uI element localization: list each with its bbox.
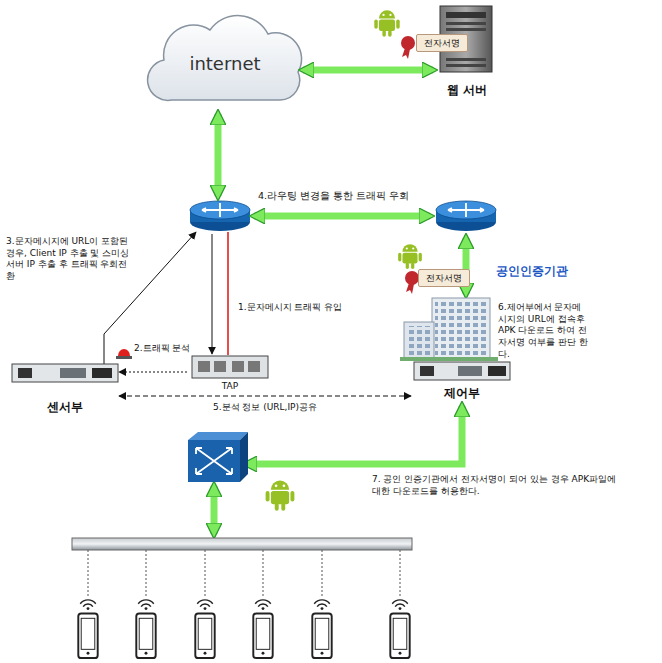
step-note: 6.제어부에서 문자메시지의 URL에 접속후 APK 다운로드 하여 전자서명…	[498, 302, 590, 360]
building-illustration	[407, 326, 431, 356]
connector	[303, 67, 433, 74]
tap-device	[192, 356, 268, 378]
traffic-inflow-line	[212, 234, 213, 354]
node-label: 제어부	[444, 387, 480, 401]
control-device	[488, 366, 506, 376]
alarm-icon	[116, 356, 132, 359]
building-illustration	[404, 322, 434, 360]
android-icon	[266, 481, 295, 511]
green-traffic-arrow	[214, 114, 466, 534]
sensor-device	[60, 368, 86, 378]
smartphone-icon	[390, 600, 409, 658]
tap-device	[214, 361, 226, 372]
router-icon	[436, 201, 496, 231]
control-device	[420, 366, 434, 376]
certificate-seal	[401, 36, 415, 50]
step-note: 3.문자메시지에 URL이 포함된 경우, Client IP 추출 및 스미싱…	[6, 236, 130, 283]
step-note: 1.문자메시지 트래픽 유입	[238, 302, 408, 314]
drop-line	[263, 550, 264, 598]
smartphone-icon	[253, 600, 272, 658]
certificate-seal	[406, 283, 414, 294]
step-note: 7. 공인 인증기관에서 전자서명이 되어 있는 경우 APK파일에 대한 다운…	[372, 474, 622, 497]
sensor-device	[18, 368, 32, 378]
smartphone-icon	[78, 600, 97, 658]
control-device	[414, 362, 510, 380]
node-label: 전자서명	[426, 273, 462, 283]
edge-label: 5.분석 정보 (URL,IP)공유	[211, 401, 319, 414]
connector	[119, 372, 187, 373]
step-note: 4.라우팅 변경을 통한 트래픽 우회	[258, 190, 498, 202]
tap-device	[232, 361, 244, 372]
android-icon	[374, 10, 399, 37]
certificate-seal	[401, 36, 415, 59]
tap-device	[192, 356, 268, 378]
tap-device	[198, 361, 210, 372]
web-server-icon	[446, 22, 486, 25]
web-server-icon	[446, 64, 486, 67]
drop-line	[400, 550, 401, 598]
web-server-icon	[446, 12, 486, 18]
authority-heading: 공인인증기관	[480, 262, 584, 282]
green-traffic-arrow	[215, 114, 222, 196]
control-node: 제어부	[412, 362, 512, 402]
sensor-device	[92, 368, 112, 378]
smartphone-icon	[312, 600, 331, 658]
control-device	[414, 362, 510, 380]
sensor-device	[12, 364, 118, 382]
node-label: 전자서명	[424, 38, 460, 48]
node-label: TAP	[222, 381, 238, 391]
tap-device	[248, 361, 260, 372]
switch-icon	[188, 432, 248, 440]
traffic-inflow-line	[227, 232, 229, 355]
drop-line	[322, 550, 323, 598]
drop-line	[205, 550, 206, 598]
switch-icon	[188, 432, 248, 482]
drop-line	[88, 550, 400, 598]
building-illustration	[435, 302, 487, 356]
certificate-box: 전자서명	[416, 34, 468, 52]
building-illustration	[400, 298, 498, 361]
sensor-node: 센서부	[12, 364, 118, 416]
web-server-icon	[446, 28, 486, 31]
step-note: 2.트래픽 분석	[134, 343, 234, 355]
drop-line	[88, 550, 89, 598]
smartphone-icon	[136, 600, 155, 658]
green-traffic-arrow	[254, 213, 430, 220]
internet-cloud	[148, 16, 302, 101]
alarm-icon	[118, 349, 130, 356]
node-label: internet	[189, 54, 260, 75]
sensor-device	[12, 364, 118, 382]
certificate-seal	[405, 271, 419, 294]
certificate-box: 전자서명	[418, 269, 470, 287]
smartphone-icon	[78, 600, 409, 658]
drop-line	[146, 550, 147, 598]
certificate-seal	[405, 271, 419, 285]
green-traffic-arrow	[211, 486, 218, 534]
switch-icon	[188, 440, 240, 482]
connector	[119, 396, 411, 397]
building-illustration	[400, 357, 498, 361]
android-icon	[398, 244, 422, 269]
certificate-seal	[402, 48, 410, 59]
switch-icon	[240, 432, 248, 482]
tap-node: TAP	[188, 356, 272, 392]
node-label: 센서부	[47, 401, 83, 415]
switch-icon	[196, 448, 232, 474]
cloud-node: internet	[150, 18, 300, 110]
network-bus	[72, 538, 412, 550]
node-label: 웹 서버	[447, 84, 487, 98]
control-device	[458, 366, 482, 376]
router-icon	[190, 201, 250, 231]
smartphone-icon	[195, 600, 214, 658]
building-illustration	[432, 298, 490, 360]
green-traffic-arrow	[246, 406, 462, 464]
node-label: 공인인증기관	[496, 265, 568, 279]
alarm-icon	[116, 349, 132, 359]
web-server-icon	[446, 58, 486, 61]
